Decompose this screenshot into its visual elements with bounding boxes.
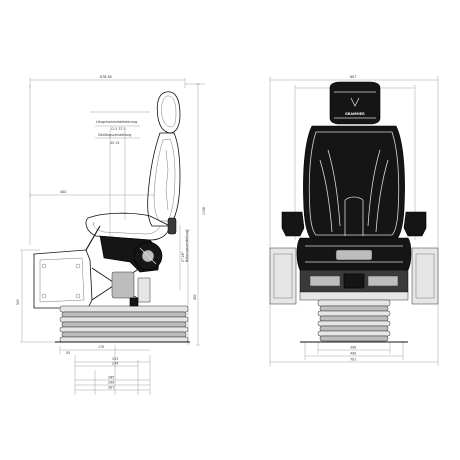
side-bolt-4 [75, 293, 81, 299]
front-slide-rail [299, 291, 409, 301]
side-seat-adjust-values: 45 15 [110, 141, 119, 145]
side-dim-55: 55 [66, 351, 70, 355]
front-brand-emblem [350, 97, 360, 107]
front-backrest-stitch-left [319, 149, 341, 233]
side-bolt-1 [41, 263, 47, 269]
side-dim-top: 876.36 [100, 75, 112, 79]
side-dim-right-height: 1198 [202, 207, 206, 215]
front-suspension-module-left [309, 275, 341, 287]
side-base-block [129, 297, 139, 307]
side-small-1: 0°-28° [181, 251, 185, 262]
front-bellows [317, 299, 391, 342]
side-rail [137, 277, 151, 303]
front-headrest-highlight [334, 91, 376, 119]
side-dim-170: 170 [98, 345, 104, 349]
side-compressor-highlight [139, 247, 157, 265]
side-dim-290: 290 [108, 381, 114, 385]
front-side-panel-left-inner [273, 253, 293, 299]
front-backrest-center [344, 196, 364, 236]
front-side-panel-left [269, 247, 297, 305]
side-dimension-lines [20, 78, 205, 395]
side-headrest [156, 91, 181, 134]
front-side-panel-right-inner [415, 253, 435, 299]
front-armrest-left [281, 211, 305, 237]
front-suspension-center [343, 273, 365, 289]
front-view: 607 480 390 490 701 GRAMMER [269, 75, 439, 366]
front-side-panel-right [411, 247, 439, 305]
side-suspension-inner [39, 257, 85, 303]
side-dim-450: 450 [193, 294, 197, 300]
side-bolt-2 [75, 263, 81, 269]
side-backrest-inner [153, 138, 176, 222]
front-headrest [329, 81, 381, 125]
front-armrest-right [403, 211, 427, 237]
side-armrest-pivot [167, 217, 177, 235]
side-headrest-inner [161, 95, 177, 128]
front-suspension-module-right [367, 275, 399, 287]
side-bolt-3 [41, 293, 47, 299]
side-damper [111, 271, 135, 299]
front-backrest-stitch-right [367, 149, 389, 233]
side-dim-left-height: 500 [16, 299, 20, 305]
side-lever [85, 225, 101, 251]
side-dim-307: 307 [108, 386, 114, 390]
front-backrest [303, 125, 405, 241]
front-dim-bottom-3: 701 [350, 358, 356, 362]
front-dim-top: 607 [350, 75, 356, 79]
side-lengthwise-label: Längshorizontalfederung [96, 120, 137, 124]
front-dim-bottom-2: 490 [350, 352, 356, 356]
front-brand-logo: GRAMMER [345, 112, 365, 116]
front-backrest-outline [308, 131, 400, 236]
side-dim-depth: 400 [60, 190, 66, 194]
side-bellows [59, 305, 189, 343]
front-seat-insert [335, 249, 373, 261]
side-seat-adjust-label: Sitzlängsverstellung [98, 133, 131, 137]
side-backrest-stitch [165, 149, 169, 211]
side-seat-inner [93, 221, 161, 235]
side-view: 876.36 1198 400 500 450 170 323 234 265 … [16, 75, 206, 395]
side-small-2: Neigungsverstellung [185, 230, 189, 262]
side-dim-323: 323 [112, 357, 118, 361]
side-seat-cushion [85, 212, 171, 241]
side-dim-234: 234 [112, 362, 118, 366]
front-dim-bottom-1: 390 [350, 346, 356, 350]
side-dim-265: 265 [108, 376, 114, 380]
front-seat-stitch [305, 245, 403, 263]
side-lengthwise-values: 12.5 37.5 [110, 127, 126, 131]
